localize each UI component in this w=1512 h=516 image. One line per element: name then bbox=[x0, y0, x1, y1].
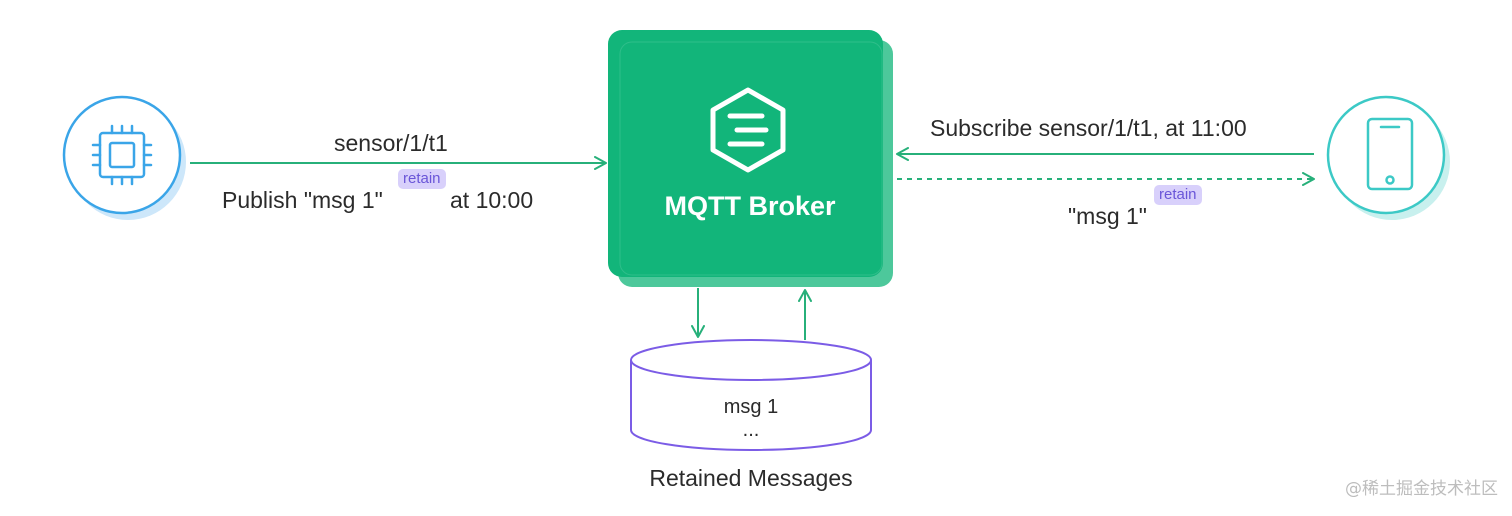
chip-icon bbox=[91, 124, 153, 186]
delivered-message-label: "msg 1" bbox=[1068, 203, 1147, 229]
broker-box bbox=[608, 30, 893, 287]
watermark: @稀土掘金技术社区 bbox=[1345, 479, 1498, 499]
retained-more: ... bbox=[742, 419, 760, 441]
delivered-retain-badge: retain bbox=[1154, 185, 1202, 205]
publish-topic-label: sensor/1/t1 bbox=[334, 130, 448, 156]
broker-title: MQTT Broker bbox=[664, 191, 836, 221]
subscriber-node bbox=[1326, 95, 1450, 220]
retained-item: msg 1 bbox=[723, 396, 779, 418]
database-cylinder-icon bbox=[630, 339, 872, 451]
publisher-node bbox=[62, 95, 186, 220]
hexagon-logo-icon bbox=[710, 87, 786, 173]
smartphone-icon bbox=[1366, 117, 1414, 191]
publish-retain-badge: retain bbox=[398, 169, 446, 189]
publish-message-label: Publish "msg 1" bbox=[222, 187, 383, 213]
subscribe-label: Subscribe sensor/1/t1, at 11:00 bbox=[930, 115, 1247, 141]
publish-time-label: at 10:00 bbox=[450, 187, 534, 213]
retained-messages-caption: Retained Messages bbox=[649, 465, 853, 491]
